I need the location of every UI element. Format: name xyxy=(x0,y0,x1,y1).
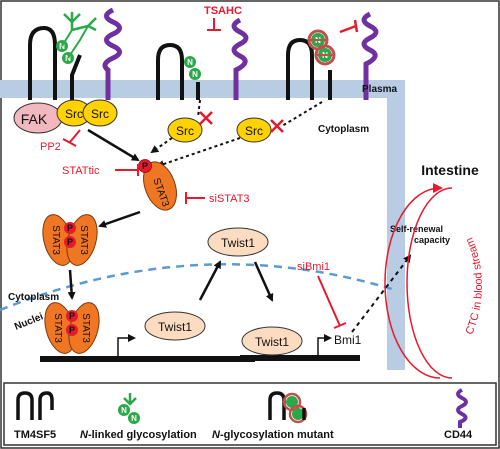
twist1-label: Twist1 xyxy=(158,320,192,334)
tm4sf5-cluster-2: N N xyxy=(156,17,249,100)
src-protein xyxy=(167,117,203,143)
n-label: N xyxy=(59,42,65,51)
activation-arrow xyxy=(87,128,140,162)
legend-cd44: CD44 xyxy=(444,388,473,441)
tm4sf5-cluster-1: N N FAK Src Src xyxy=(13,7,122,134)
twist1-protein xyxy=(207,227,269,257)
dna-strand xyxy=(40,356,255,362)
n-label: N xyxy=(121,406,127,415)
ctc-label: CTC in blood stream xyxy=(464,236,485,337)
promoter-arrow xyxy=(117,334,136,356)
n-label: N xyxy=(65,54,71,63)
src-label: Src xyxy=(176,124,194,138)
twist1-bound xyxy=(241,326,303,356)
p-label: P xyxy=(69,311,75,321)
dna-strand xyxy=(240,355,360,361)
n-label: N xyxy=(131,414,137,423)
tsahc-label: TSAHC xyxy=(204,5,242,17)
legend-tm4sf5-label: TM4SF5 xyxy=(14,429,56,441)
plasma-label: Plasma xyxy=(362,84,397,95)
legend-glyco-label: N-linked glycosylation xyxy=(80,429,197,441)
src-protein xyxy=(236,117,272,143)
src-label: Src xyxy=(91,107,109,121)
nuclear-envelope xyxy=(0,263,396,312)
stat3-label: STAT3 xyxy=(78,225,89,255)
stat3-monomer: STAT3 P xyxy=(138,159,177,211)
stat3-dimer-nucleus: STAT3 STAT3 P P xyxy=(44,302,100,354)
ctc-arc xyxy=(384,183,443,379)
src-protein xyxy=(82,99,118,127)
pp2-label: PP2 xyxy=(40,141,61,153)
sistat3-label: siSTAT3 xyxy=(209,193,250,205)
p-label: P xyxy=(69,325,75,335)
legend-tm4sf5: TM4SF5 xyxy=(14,391,56,441)
tsahc-inhibitor xyxy=(207,18,221,31)
tm4sf5-cluster-3: N N xyxy=(286,11,379,100)
plasma-membrane xyxy=(0,80,405,98)
n-label: N xyxy=(192,70,198,79)
blocked-x xyxy=(199,111,213,125)
glyco-tree xyxy=(63,12,97,32)
twist1-label: Twist1 xyxy=(255,335,289,349)
cytoplasm-left-label: Cytoplasm xyxy=(8,292,59,303)
bmi1-label: Bmi1 xyxy=(334,333,362,347)
stat3-dimer-cytoplasm: STAT3 STAT3 P P xyxy=(42,214,98,266)
p-label: P xyxy=(67,237,73,247)
nuclei-label: Nuclei xyxy=(13,311,45,333)
blocked-x xyxy=(270,119,284,133)
statttic-label: STATtic xyxy=(62,165,100,177)
cytoplasm-top-label: Cytoplasm xyxy=(318,124,369,135)
legend-glyco: N N N-linked glycosylation xyxy=(80,393,197,441)
twist1-gene xyxy=(144,311,206,341)
n-label: N xyxy=(187,58,193,67)
stat3-label: STAT3 xyxy=(52,313,63,343)
self-renewal-label: Self-renewal capacity xyxy=(390,224,450,245)
twist1-label: Twist1 xyxy=(221,236,255,250)
legend-cd44-label: CD44 xyxy=(444,429,473,441)
cd44-shape xyxy=(231,17,249,100)
stat3-label: STAT3 xyxy=(80,313,91,343)
legend-box xyxy=(3,382,497,446)
intestine-label: Intestine xyxy=(421,162,479,178)
mutant-inhibitor xyxy=(339,19,359,34)
p-label: P xyxy=(142,161,148,171)
legend-mutant-label: N-glycosylation mutant xyxy=(212,429,334,441)
sibmi1-label: siBmi1 xyxy=(297,261,330,273)
tm4sf5-shape xyxy=(28,25,57,100)
legend-mutant: N-glycosylation mutant xyxy=(212,391,334,441)
stat3-label: STAT3 xyxy=(50,225,61,255)
src-label: Src xyxy=(65,107,83,121)
fak-label: FAK xyxy=(21,111,48,127)
src-label: Src xyxy=(245,124,263,138)
cd44-shape xyxy=(102,7,122,100)
p-label: P xyxy=(67,223,73,233)
cd44-shape xyxy=(361,11,379,100)
